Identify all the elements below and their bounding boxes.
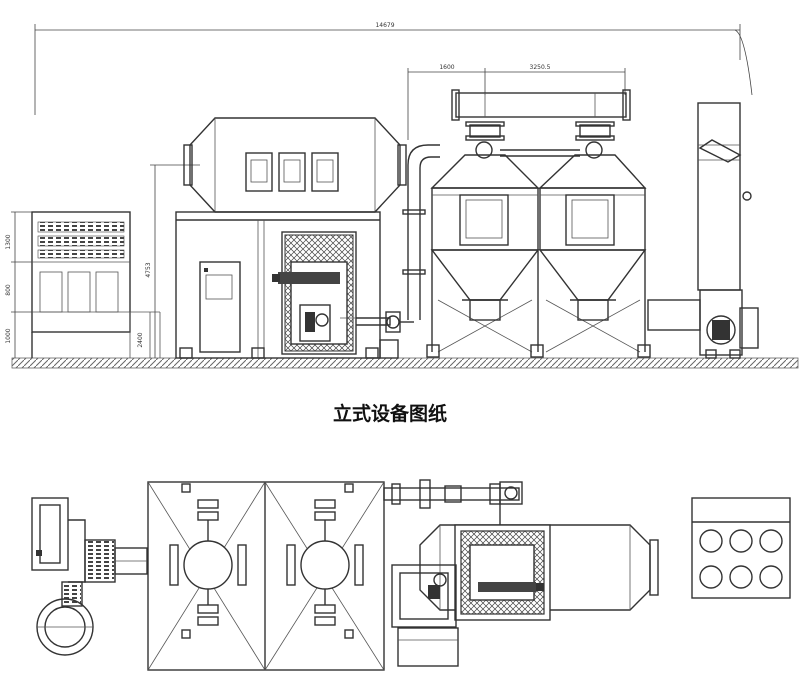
dim-4753: 4753	[145, 262, 152, 277]
drawing-title: 立式设备图纸	[333, 402, 447, 425]
plan-intake-hood	[691, 497, 791, 599]
dim-2400: 2400	[137, 332, 144, 347]
plan-view	[31, 479, 791, 671]
heater-chamber	[281, 231, 357, 355]
dim-1300: 1300	[5, 234, 12, 249]
dim-1000: 1000	[5, 328, 12, 343]
plan-fan	[31, 497, 148, 656]
plan-towers	[147, 481, 385, 671]
control-panel	[199, 261, 241, 353]
left-dimensions: 1300 800 1000 4753 2400	[5, 164, 200, 358]
plan-duct	[383, 479, 523, 525]
overall-dimension: 14679	[34, 22, 753, 115]
elevation-view: 14679 1300 800 1000	[5, 22, 799, 425]
connecting-duct	[356, 144, 440, 359]
header-pipe	[451, 89, 631, 121]
overall-length-label: 14679	[375, 22, 394, 29]
adsorption-tower-2	[500, 121, 651, 358]
adsorption-tower-1	[426, 121, 544, 358]
ground-line	[11, 357, 799, 369]
plan-catalytic-unit	[391, 524, 659, 667]
inspection-windows	[245, 152, 339, 192]
exhaust-stack	[697, 102, 752, 291]
dim-1600: 1600	[439, 64, 454, 71]
dim-3250: 3250.5	[530, 64, 551, 71]
tower-dimensions: 1600 3250.5	[407, 64, 626, 140]
dim-800: 800	[5, 284, 12, 296]
catalytic-unit	[175, 117, 407, 359]
intake-hood	[31, 211, 161, 358]
exhaust-fan	[647, 289, 759, 359]
